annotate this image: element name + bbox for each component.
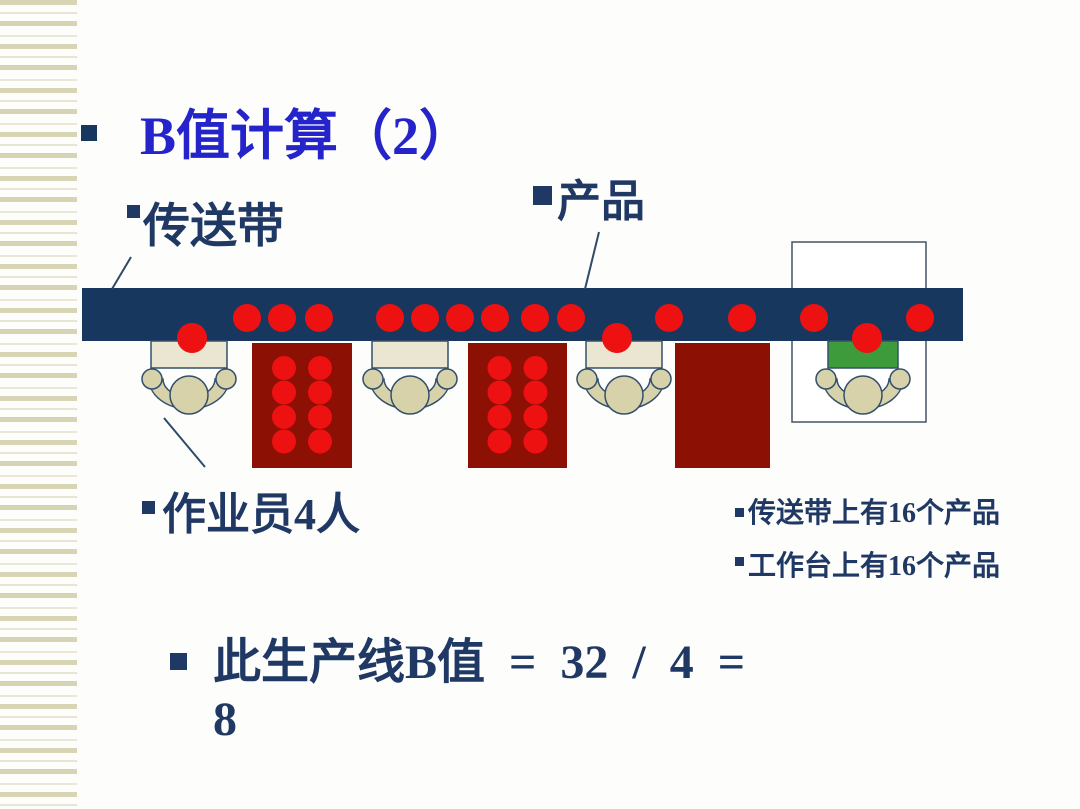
station-product-dot [487, 429, 512, 454]
title-bullet-icon [81, 125, 97, 141]
worker-hand [215, 368, 237, 390]
workers-leader-line [163, 417, 206, 468]
belt-label-text: 传送带 [142, 201, 284, 253]
note2-bullet-icon [735, 557, 744, 566]
equation-line1: 此生产线B值 = 32 / 4 = [213, 636, 745, 689]
belt-product-dot [376, 304, 404, 332]
note1-bullet-icon [735, 508, 744, 517]
belt-product-dot [411, 304, 439, 332]
worker-hand [889, 368, 911, 390]
worker-table [371, 340, 449, 369]
station-product-dot [487, 405, 512, 429]
belt-product-dot [305, 304, 333, 332]
workstation [252, 343, 352, 468]
worker-hand [650, 368, 672, 390]
product-label-text: 产品 [557, 177, 645, 226]
station-product-dot [272, 405, 296, 429]
station-product-dot [308, 429, 332, 454]
production-line-diagram [82, 231, 963, 468]
station-product-dot [308, 356, 332, 380]
worker-hand [576, 368, 598, 390]
station-product-dot [523, 405, 548, 429]
equation-line2: 8 [213, 693, 237, 746]
station-product-dot [523, 356, 548, 380]
belt-product-dot [800, 304, 828, 332]
station-product-dot [272, 429, 296, 454]
belt-leader-line [111, 256, 132, 290]
station-product-dot [487, 356, 512, 380]
page-title: B值计算（2） [140, 106, 473, 166]
worker-head [843, 375, 883, 415]
worker-hand [141, 368, 163, 390]
left-decorative-stripe [0, 0, 77, 809]
belt-product-dot [655, 304, 683, 332]
belt-product-dot [233, 304, 261, 332]
station-product-dot [272, 380, 296, 405]
workers-bullet-icon [142, 501, 155, 514]
station-product-dot [272, 356, 296, 380]
belt-product-dot [446, 304, 474, 332]
note-station-count-text: 工作台上有16个产品 [748, 549, 1000, 582]
equation-bullet-icon [170, 653, 187, 670]
belt-product-dot [728, 304, 756, 332]
note-belt-count-text: 传送带上有16个产品 [747, 497, 1000, 529]
station-product-dot [308, 405, 332, 429]
workstation [468, 343, 567, 468]
worker-hand [815, 368, 837, 390]
belt-product-dot [521, 304, 549, 332]
worker-hand [362, 368, 384, 390]
belt-product-dot-front [852, 323, 882, 353]
product-bullet-icon [533, 186, 552, 205]
worker-hand [436, 368, 458, 390]
belt-product-dot [557, 304, 585, 332]
station-product-dot [523, 380, 548, 405]
belt-product-dot-front [177, 323, 207, 353]
belt-product-dot [481, 304, 509, 332]
workers-label-text: 作业员4人 [162, 490, 360, 539]
worker-head [390, 375, 430, 415]
worker-head [169, 375, 209, 415]
worker-head [604, 375, 644, 415]
belt-bullet-icon [127, 205, 140, 218]
belt-product-dot [268, 304, 296, 332]
workstation [675, 343, 770, 468]
station-product-dot [308, 380, 332, 405]
belt-product-dot [906, 304, 934, 332]
station-product-dot [487, 380, 512, 405]
belt-product-dot-front [602, 323, 632, 353]
product-leader-line [584, 231, 600, 290]
station-product-dot [523, 429, 548, 454]
